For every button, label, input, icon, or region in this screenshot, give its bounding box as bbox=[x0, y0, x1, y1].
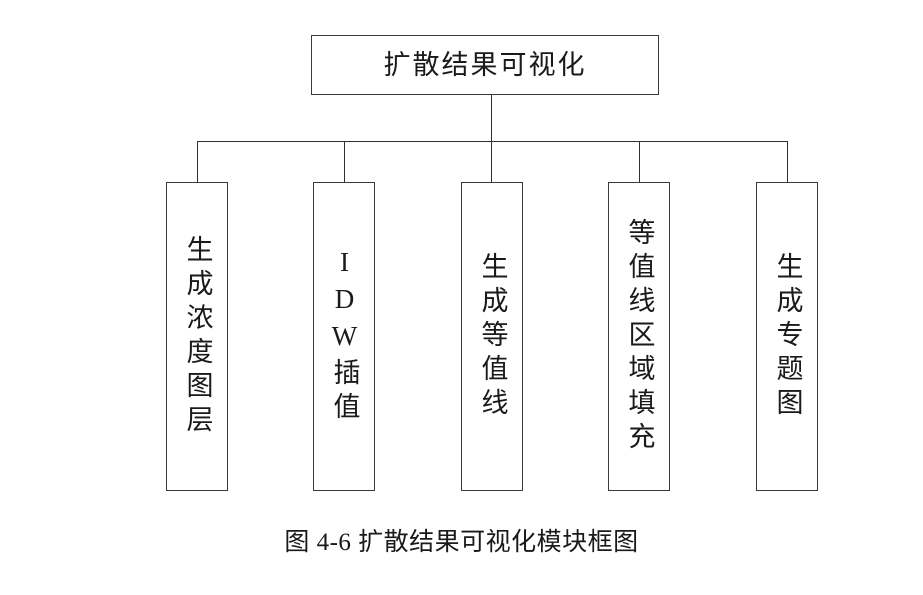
diagram-node-leaf-2: IDW插值 bbox=[313, 182, 375, 491]
connector-drop-1 bbox=[197, 141, 198, 182]
connector-root-stem bbox=[491, 95, 492, 142]
connector-drop-2 bbox=[344, 141, 345, 182]
node-label-root: 扩散结果可视化 bbox=[383, 49, 587, 80]
node-label-leaf-2: IDW插值 bbox=[329, 247, 360, 426]
connector-drop-3 bbox=[491, 141, 492, 182]
node-label-leaf-4: 等值线区域填充 bbox=[624, 217, 655, 456]
diagram-node-leaf-4: 等值线区域填充 bbox=[608, 182, 670, 491]
node-label-leaf-3: 生成等值线 bbox=[477, 251, 508, 422]
node-label-leaf-5: 生成专题图 bbox=[772, 251, 803, 422]
diagram-node-leaf-5: 生成专题图 bbox=[756, 182, 818, 491]
node-label-leaf-1: 生成浓度图层 bbox=[182, 234, 213, 439]
diagram-node-root: 扩散结果可视化 bbox=[311, 35, 659, 95]
diagram-node-leaf-3: 生成等值线 bbox=[461, 182, 523, 491]
connector-drop-4 bbox=[639, 141, 640, 182]
figure-caption: 图 4-6 扩散结果可视化模块框图 bbox=[284, 529, 639, 556]
connector-horizontal-bus bbox=[197, 141, 788, 142]
diagram-node-leaf-1: 生成浓度图层 bbox=[166, 182, 228, 491]
connector-drop-5 bbox=[787, 141, 788, 182]
